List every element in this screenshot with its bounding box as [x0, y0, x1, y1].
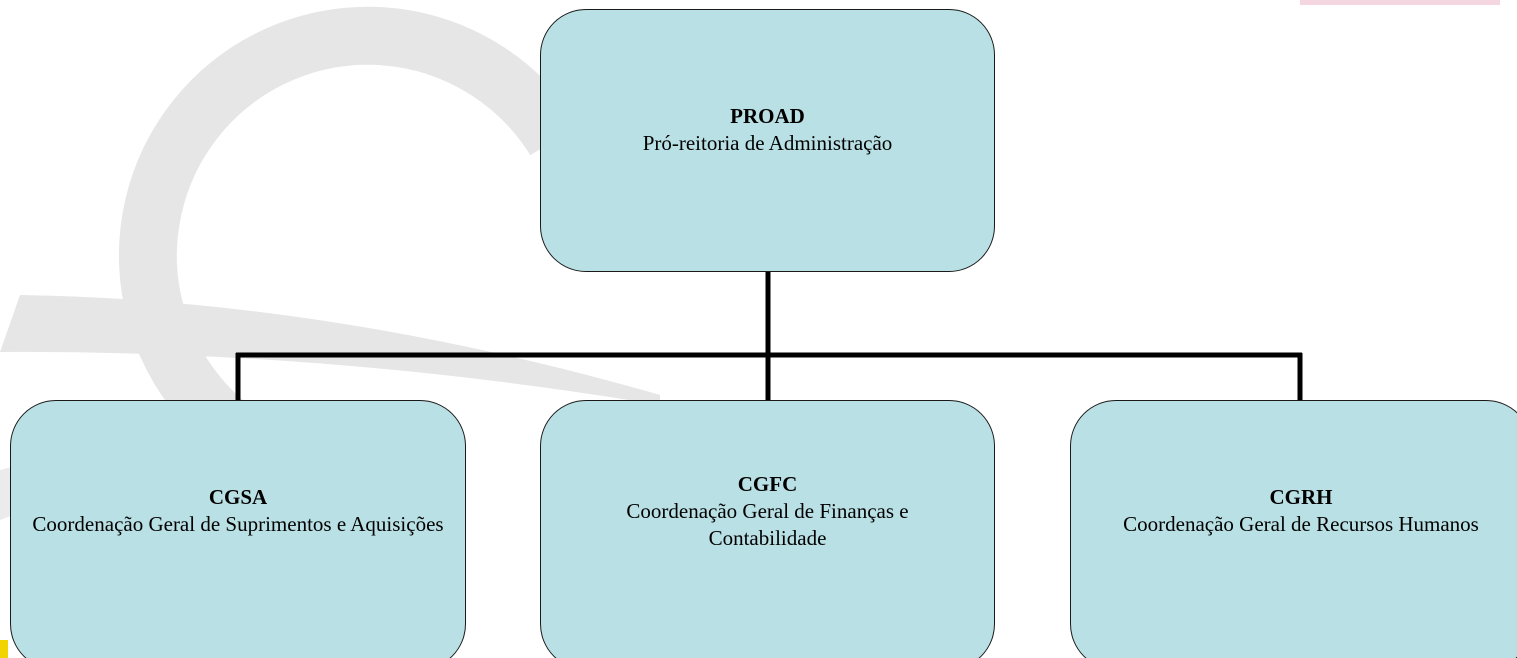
org-node-proad: PROAD Pró-reitoria de Administração: [540, 9, 995, 272]
node-code: PROAD: [730, 103, 805, 128]
org-node-cgfc: CGFC Coordenação Geral de Finanças e Con…: [540, 400, 995, 658]
watermark-corner-dot: [0, 640, 8, 658]
node-description: Pró-reitoria de Administração: [642, 130, 893, 155]
node-description: Coordenação Geral de Suprimentos e Aquis…: [32, 512, 444, 536]
node-description: Coordenação Geral de Finanças e Contabil…: [626, 498, 909, 550]
node-code: CGSA: [208, 485, 268, 509]
node-code: CGFC: [737, 471, 798, 496]
watermark-swoosh: [0, 295, 660, 405]
node-code: CGRH: [1269, 485, 1333, 509]
watermark-corner-mark: [1300, 0, 1500, 5]
watermark-ring: [118, 6, 580, 493]
org-node-cgsa: CGSA Coordenação Geral de Suprimentos e …: [10, 400, 466, 658]
org-node-cgrh: CGRH Coordenação Geral de Recursos Human…: [1070, 400, 1517, 658]
node-description: Coordenação Geral de Recursos Humanos: [1123, 512, 1479, 536]
